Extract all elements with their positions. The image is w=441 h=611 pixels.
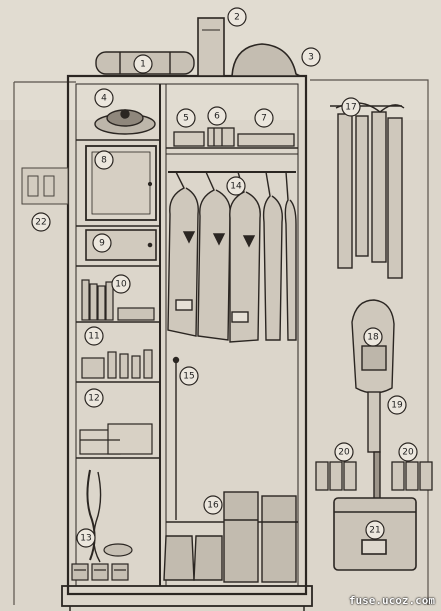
callout-label-8: 8 xyxy=(101,156,107,166)
wardrobe-frame xyxy=(61,74,313,611)
callout-circle-20 xyxy=(334,442,354,462)
callout-circle-9 xyxy=(92,233,112,253)
callout-label-12: 12 xyxy=(88,394,99,404)
callout-circle-8 xyxy=(94,150,114,170)
callout-label-16: 16 xyxy=(207,501,219,511)
left-wall-outline xyxy=(13,79,429,605)
callout-label-2: 2 xyxy=(234,13,240,23)
callout-circle-10 xyxy=(111,274,131,294)
callout-circle-17 xyxy=(341,97,361,117)
callout-circle-22 xyxy=(31,212,51,232)
storage-case-item xyxy=(197,17,225,77)
callout-circle-19 xyxy=(387,395,407,415)
callout-label-22: 22 xyxy=(35,218,46,228)
boots-item xyxy=(163,491,297,583)
callout-circle-13 xyxy=(76,528,96,548)
callout-circle-16 xyxy=(203,495,223,515)
callout-label-21: 21 xyxy=(369,526,380,536)
callout-circle-21 xyxy=(365,520,385,540)
callout-label-10: 10 xyxy=(115,280,127,290)
callout-circle-20 xyxy=(398,442,418,462)
callout-label-9: 9 xyxy=(99,239,105,249)
callout-label-3: 3 xyxy=(308,53,314,63)
folded-items-upper-shelf xyxy=(173,127,295,147)
callout-label-19: 19 xyxy=(391,401,403,411)
left-column-shelves xyxy=(76,139,160,459)
callout-label-1: 1 xyxy=(140,60,146,70)
callout-label-20: 20 xyxy=(402,448,414,458)
callout-circle-4 xyxy=(94,88,114,108)
callout-circle-6 xyxy=(207,106,227,126)
callout-circle-1 xyxy=(133,54,153,74)
callout-label-5: 5 xyxy=(183,114,189,124)
callout-circle-7 xyxy=(254,108,274,128)
callout-circle-14 xyxy=(226,176,246,196)
ammo-pouches-left xyxy=(315,461,357,491)
callout-label-18: 18 xyxy=(367,333,379,343)
hanging-straps-item xyxy=(330,102,405,279)
callout-label-14: 14 xyxy=(230,182,242,192)
callout-circle-5 xyxy=(176,108,196,128)
callout-label-6: 6 xyxy=(214,112,220,122)
watermark-text: fuse.ucoz.com xyxy=(348,594,435,607)
folded-linens-item xyxy=(79,423,153,455)
callout-label-13: 13 xyxy=(80,534,91,544)
toiletries-item xyxy=(81,349,153,379)
callout-circle-18 xyxy=(363,327,383,347)
lower-compartment-items xyxy=(71,469,133,581)
callout-label-20: 20 xyxy=(338,448,350,458)
callout-circle-11 xyxy=(84,326,104,346)
hanging-uniforms-item xyxy=(167,171,297,343)
ammo-pouches-right xyxy=(391,461,433,491)
upper-shelf xyxy=(166,147,298,155)
callout-circle-12 xyxy=(84,388,104,408)
peaked-cap-item xyxy=(94,109,156,135)
callout-circle-3 xyxy=(301,47,321,67)
callout-label-7: 7 xyxy=(261,114,267,124)
callout-circle-2 xyxy=(227,7,247,27)
callout-circle-15 xyxy=(179,366,199,386)
callout-label-4: 4 xyxy=(101,94,107,104)
callout-label-15: 15 xyxy=(183,372,194,382)
cleaning-rod-item xyxy=(172,356,180,520)
helmet-item xyxy=(231,43,301,77)
books-item xyxy=(81,279,155,321)
callout-label-17: 17 xyxy=(345,103,356,113)
callout-label-11: 11 xyxy=(88,332,99,342)
wall-sketch-item xyxy=(21,167,69,205)
